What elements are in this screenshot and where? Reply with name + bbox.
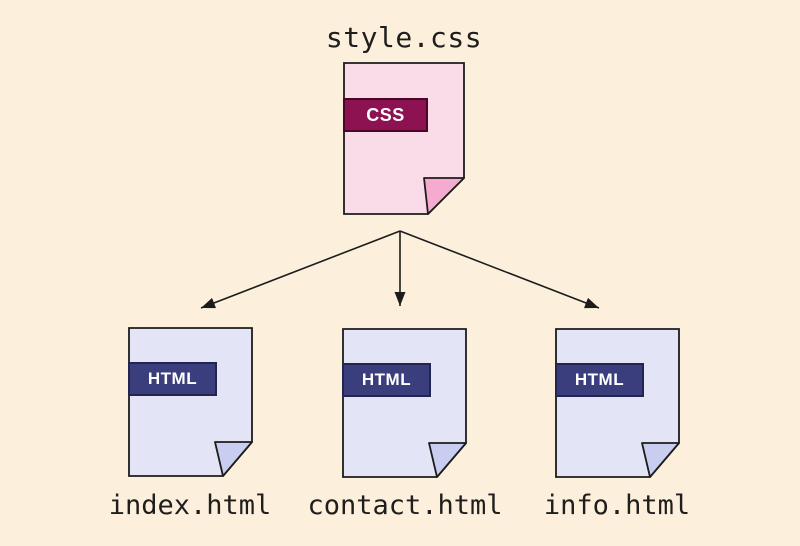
file-label-index: index.html [108,490,272,521]
css-file-title: style.css [325,21,483,54]
css-file-shape [343,62,465,215]
arrow-to-info [399,230,600,309]
html-badge: HTML [342,363,431,397]
file-label-contact: contact.html [307,490,503,521]
html-badge: HTML [555,363,644,397]
html-file-icon-info: HTML [555,328,680,478]
html-badge: HTML [128,362,217,396]
html-file-icon-index: HTML [128,327,253,477]
html-file-icon-contact: HTML [342,328,467,478]
fold-corner-shape [641,442,680,478]
arrow-to-index [200,230,401,309]
file-label-info: info.html [543,490,691,521]
css-badge: CSS [343,98,428,132]
fold-corner-shape [214,441,253,477]
fold-corner-shape [423,177,465,215]
html-file-shape [128,327,253,477]
fold-corner-shape [428,442,467,478]
html-file-shape [555,328,680,478]
css-file-icon: CSS [343,62,465,215]
html-file-shape [342,328,467,478]
